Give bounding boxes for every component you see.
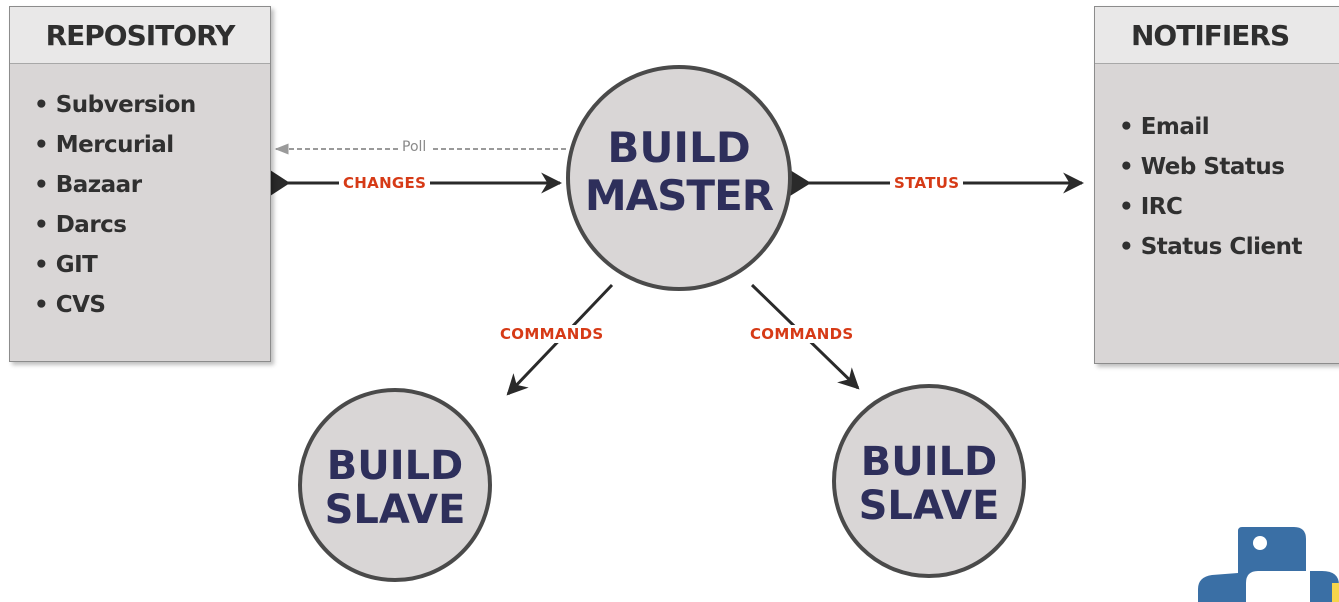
status-start-tab [790, 170, 811, 196]
commands-right-label: COMMANDS [746, 325, 858, 343]
repository-list: Subversion Mercurial Bazaar Darcs GIT CV… [34, 85, 197, 325]
changes-label: CHANGES [339, 174, 431, 192]
repository-title: REPOSITORY [10, 7, 270, 64]
repository-item: CVS [34, 285, 196, 325]
repository-item: GIT [34, 245, 196, 285]
build-slave-node-left: BUILD SLAVE [298, 388, 492, 582]
build-slave-line1: BUILD [860, 439, 998, 485]
build-master-line1: BUILD [607, 123, 751, 172]
repository-item: Mercurial [34, 125, 196, 165]
notifiers-list: Email Web Status IRC Status Client [1119, 107, 1303, 267]
build-slave-node-right: BUILD SLAVE [832, 384, 1026, 578]
notifiers-title: NOTIFIERS [1095, 7, 1339, 64]
notifier-item: Email [1119, 107, 1302, 147]
build-slave-line1: BUILD [326, 443, 464, 489]
build-slave-line2: SLAVE [858, 483, 1000, 529]
build-slave-line2: SLAVE [324, 487, 466, 533]
notifier-item: IRC [1119, 187, 1302, 227]
repository-item: Subversion [34, 85, 197, 125]
notifier-item: Status Client [1119, 227, 1303, 267]
commands-left-label: COMMANDS [496, 325, 608, 343]
repository-item: Darcs [34, 205, 196, 245]
build-master-line2: MASTER [584, 171, 774, 220]
repository-box: REPOSITORY Subversion Mercurial Bazaar D… [9, 6, 271, 362]
build-master-node: BUILD MASTER [566, 65, 792, 291]
status-label: STATUS [890, 174, 964, 192]
changes-start-tab [270, 170, 290, 196]
poll-label: Poll [398, 139, 431, 155]
repository-item: Bazaar [34, 165, 196, 205]
notifier-item: Web Status [1119, 147, 1302, 187]
notifiers-box: NOTIFIERS Email Web Status IRC Status Cl… [1094, 6, 1339, 364]
python-logo-icon [1198, 527, 1339, 602]
